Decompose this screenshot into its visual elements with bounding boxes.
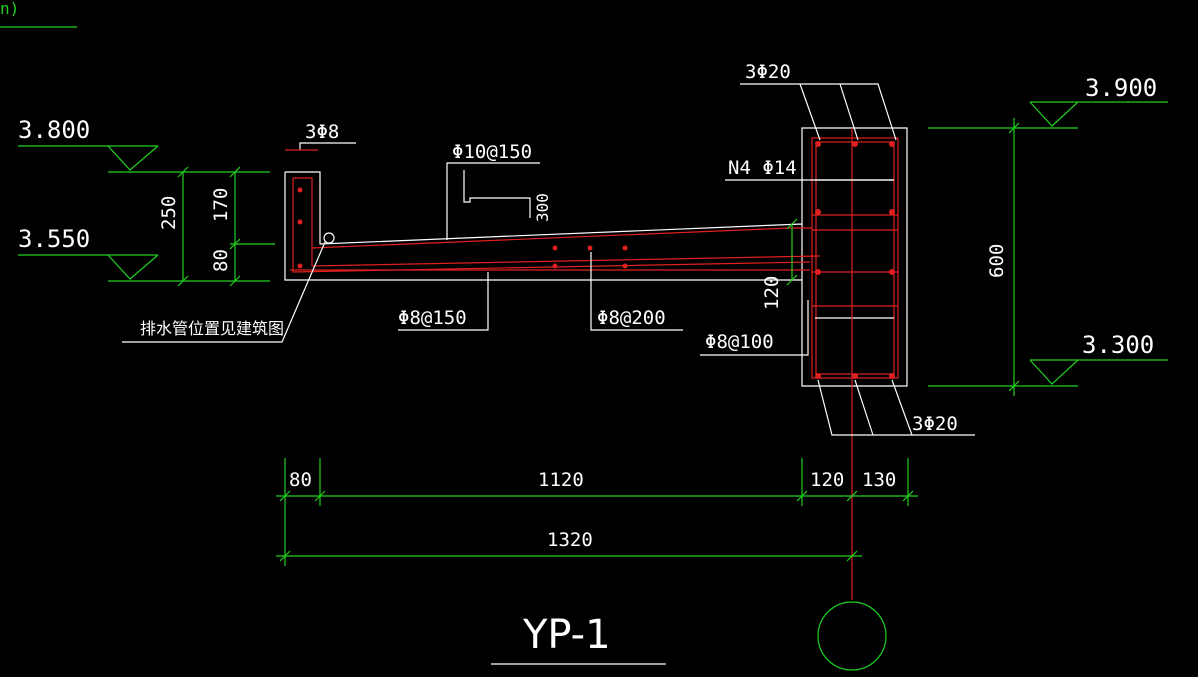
concrete-outline [284, 127, 908, 387]
elevation-label: 3.300 [1082, 331, 1154, 359]
drawing-title: YP-1 [522, 612, 611, 658]
elevation-label: 3.550 [18, 225, 90, 253]
svg-text:3Φ20: 3Φ20 [912, 413, 958, 435]
label-beam-side: N4 Φ14 [725, 157, 894, 181]
dim-lower: 80 [210, 249, 232, 272]
elevation-marker-right-top: 3.900 [928, 74, 1168, 129]
dim-beam-height: 600 [986, 244, 1008, 278]
label-parapet-rebar: 3Φ8 [285, 121, 356, 151]
label-drain-note: 排水管位置见建筑图 [122, 241, 326, 343]
dim-upper: 170 [210, 188, 232, 222]
elevation-label: 3.900 [1085, 74, 1157, 102]
dim-120: 120 [810, 469, 844, 491]
label-bottom-bar-2: Φ8@200 [590, 252, 683, 331]
rebar-layout [290, 128, 899, 600]
dim-80: 80 [289, 469, 312, 491]
svg-text:300: 300 [533, 193, 552, 222]
svg-text:Φ8@100: Φ8@100 [705, 331, 774, 353]
label-bottom-bar-1: Φ8@150 [398, 272, 489, 331]
svg-text:3Φ8: 3Φ8 [305, 121, 339, 143]
elevation-marker-right-bottom: 3.300 [928, 331, 1168, 387]
svg-text:排水管位置见建筑图: 排水管位置见建筑图 [140, 319, 284, 338]
svg-text:N4 Φ14: N4 Φ14 [728, 157, 797, 179]
label-top-bar: Φ10@150 300 [446, 141, 552, 240]
slab-thickness-dimension: 120 [761, 218, 798, 310]
dim-total: 250 [158, 196, 180, 230]
svg-text:Φ8@150: Φ8@150 [398, 307, 467, 329]
label-stirrup: Φ8@100 [700, 300, 809, 356]
dim-slab-thickness: 120 [761, 276, 783, 310]
axis-bubble [817, 601, 887, 671]
dim-130: 130 [862, 469, 896, 491]
drain-pipe-icon [323, 232, 335, 244]
elevation-label: 3.800 [18, 116, 90, 144]
dim-1120: 1120 [538, 469, 584, 491]
svg-text:3Φ20: 3Φ20 [745, 61, 791, 83]
svg-text:Φ8@200: Φ8@200 [597, 307, 666, 329]
corner-label: n) [0, 0, 19, 18]
label-beam-top: 3Φ20 [740, 61, 897, 141]
elevation-marker-left-mid: 3.550 [18, 225, 270, 282]
elevation-marker-left-top: 3.800 [18, 116, 270, 173]
bottom-dimension-chain: 80 1120 120 130 1320 [276, 458, 918, 566]
beam-height-dimension: 600 [986, 118, 1020, 396]
dim-1320: 1320 [547, 529, 593, 551]
left-dimension: 250 170 80 [158, 166, 275, 287]
label-beam-bottom: 3Φ20 [817, 379, 975, 436]
svg-text:Φ10@150: Φ10@150 [452, 141, 532, 163]
